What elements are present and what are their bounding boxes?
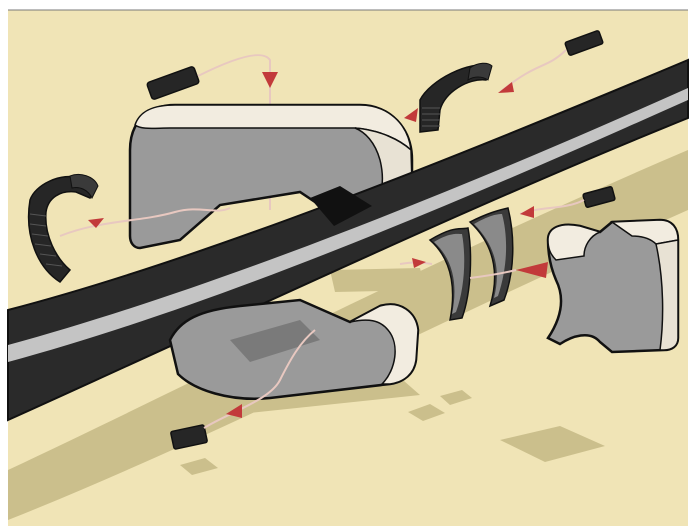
lower-block xyxy=(170,300,418,399)
pad-shadow xyxy=(330,268,425,292)
side-block xyxy=(548,220,678,352)
